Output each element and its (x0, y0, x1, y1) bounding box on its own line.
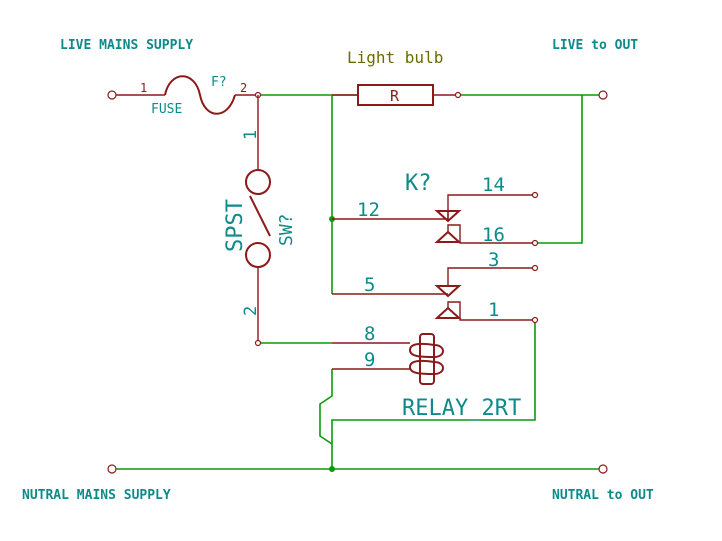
junction-dot-neutral (329, 466, 335, 472)
terminal-live-out (598, 90, 608, 100)
switch-pin1-label: 1 (241, 130, 261, 140)
spst-switch: 1 2 SPST SW? (223, 95, 297, 347)
switch-ref: SW? (276, 213, 297, 246)
bulb-ref: R (390, 87, 400, 105)
relay-pin-1: 1 (488, 299, 499, 321)
relay-pin-8: 8 (364, 323, 375, 345)
relay-pin-16: 16 (482, 224, 505, 246)
relay-pin-9: 9 (364, 349, 375, 371)
label-live-to-out: LIVE to OUT (552, 38, 638, 53)
switch-lever (249, 195, 271, 237)
relay-ref: K? (405, 171, 432, 196)
terminal-neutral-out (598, 464, 608, 474)
relay-pin-5: 5 (364, 274, 375, 296)
switch-contact-top (245, 169, 271, 195)
relay-coil-body (419, 333, 435, 385)
label-neutral-mains-supply: NUTRAL MAINS SUPPLY (22, 488, 171, 503)
fuse-value: FUSE (151, 102, 182, 117)
wires (114, 94, 600, 472)
relay-coil-winding-2 (408, 359, 444, 376)
net-labels: LIVE MAINS SUPPLY LIVE to OUT NUTRAL MAI… (22, 38, 654, 503)
fuse-symbol (164, 75, 236, 115)
relay: 12 14 16 5 3 1 8 9 K? RELAY_2RT (332, 171, 539, 421)
relay-pin-14: 14 (482, 174, 505, 196)
wire-coil-9-crossover (319, 369, 333, 445)
wire-relay-1-to-neutral (331, 320, 536, 469)
fuse-ref: F? (211, 75, 227, 90)
relay-value: RELAY_2RT (402, 396, 521, 421)
relay-contact-no2 (434, 306, 462, 319)
label-neutral-to-out: NUTRAL to OUT (552, 488, 654, 503)
relay-pin-3: 3 (488, 249, 499, 271)
relay-coil-winding-1 (408, 342, 444, 359)
switch-contact-bottom (245, 242, 271, 268)
fuse-pin2-label: 2 (240, 81, 247, 95)
bulb-value: Light bulb (347, 48, 443, 67)
relay-contact-no1 (434, 230, 462, 243)
terminals (107, 90, 608, 474)
label-live-mains-supply: LIVE MAINS SUPPLY (60, 38, 193, 53)
relay-pin-12: 12 (357, 199, 380, 221)
switch-value: SPST (223, 199, 248, 252)
terminal-live-in (107, 90, 117, 100)
switch-pin2-label: 2 (241, 306, 261, 316)
light-bulb: R Light bulb (332, 48, 462, 106)
wire-live-out-to-relay-16 (535, 95, 583, 244)
terminal-neutral-in (107, 464, 117, 474)
fuse-pin1-label: 1 (140, 81, 147, 95)
fuse: 1 2 F? FUSE (116, 75, 262, 117)
